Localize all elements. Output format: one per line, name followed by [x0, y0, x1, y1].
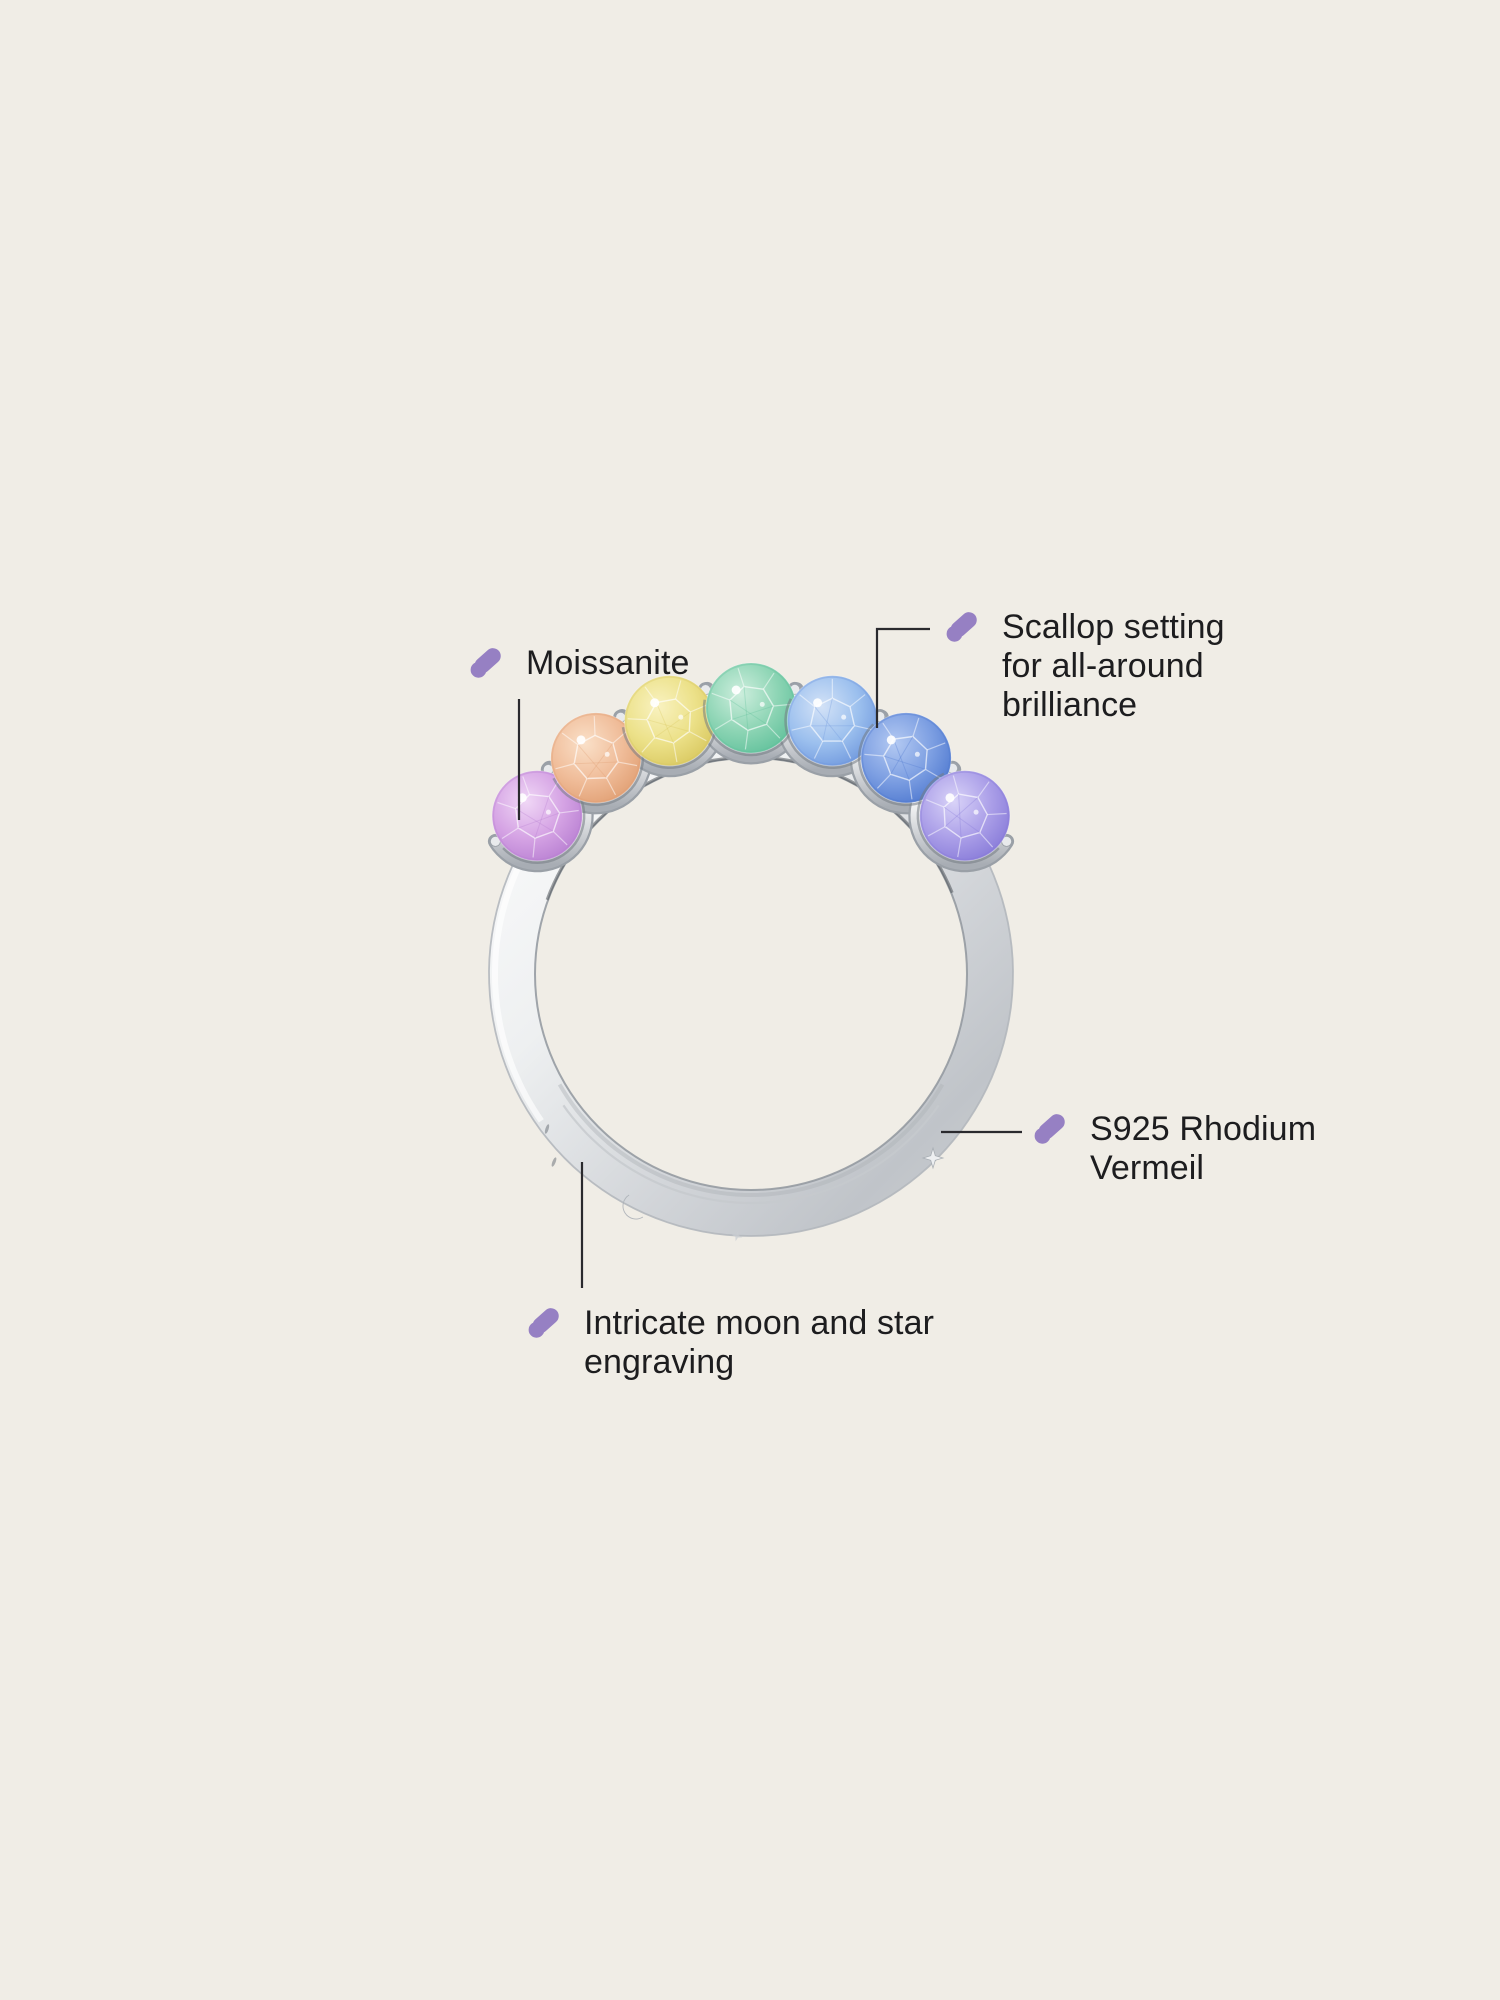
- label-line: engraving: [584, 1343, 735, 1381]
- label-text: S925 Rhodium Vermeil: [1090, 1110, 1316, 1188]
- label-text: Scallop setting for all-around brillianc…: [1002, 608, 1225, 725]
- moon-star-engravings: [544, 1124, 945, 1242]
- label-line: Intricate moon and star: [584, 1304, 935, 1342]
- small-star-engraving: [731, 1230, 743, 1242]
- label-scallop-setting: Scallop setting for all-around brillianc…: [942, 608, 1225, 725]
- label-line: Scallop setting: [1002, 608, 1225, 646]
- label-line: Vermeil: [1090, 1149, 1205, 1187]
- label-engraving: Intricate moon and star engraving: [524, 1304, 934, 1382]
- label-line: Moissanite: [526, 644, 690, 682]
- edge-notch-engraving: [544, 1124, 550, 1134]
- ring-gem-row: [487, 662, 1015, 873]
- leader-line-scallop-setting: [875, 627, 930, 728]
- label-material: S925 Rhodium Vermeil: [1030, 1110, 1316, 1188]
- leader-lines: [517, 627, 1022, 1288]
- squiggle-marker-icon: [466, 645, 506, 682]
- squiggle-marker-icon: [524, 1305, 564, 1342]
- squiggle-marker-icon: [942, 609, 982, 646]
- label-line: brilliance: [1002, 686, 1138, 724]
- squiggle-marker-icon: [1030, 1111, 1070, 1148]
- label-text: Moissanite: [526, 644, 690, 683]
- label-text: Intricate moon and star engraving: [584, 1304, 934, 1382]
- four-point-star-engraving: [921, 1146, 945, 1170]
- label-moissanite: Moissanite: [466, 644, 690, 683]
- label-line: S925 Rhodium: [1090, 1110, 1317, 1148]
- label-line: for all-around: [1002, 647, 1204, 685]
- edge-notch-engraving: [551, 1157, 557, 1167]
